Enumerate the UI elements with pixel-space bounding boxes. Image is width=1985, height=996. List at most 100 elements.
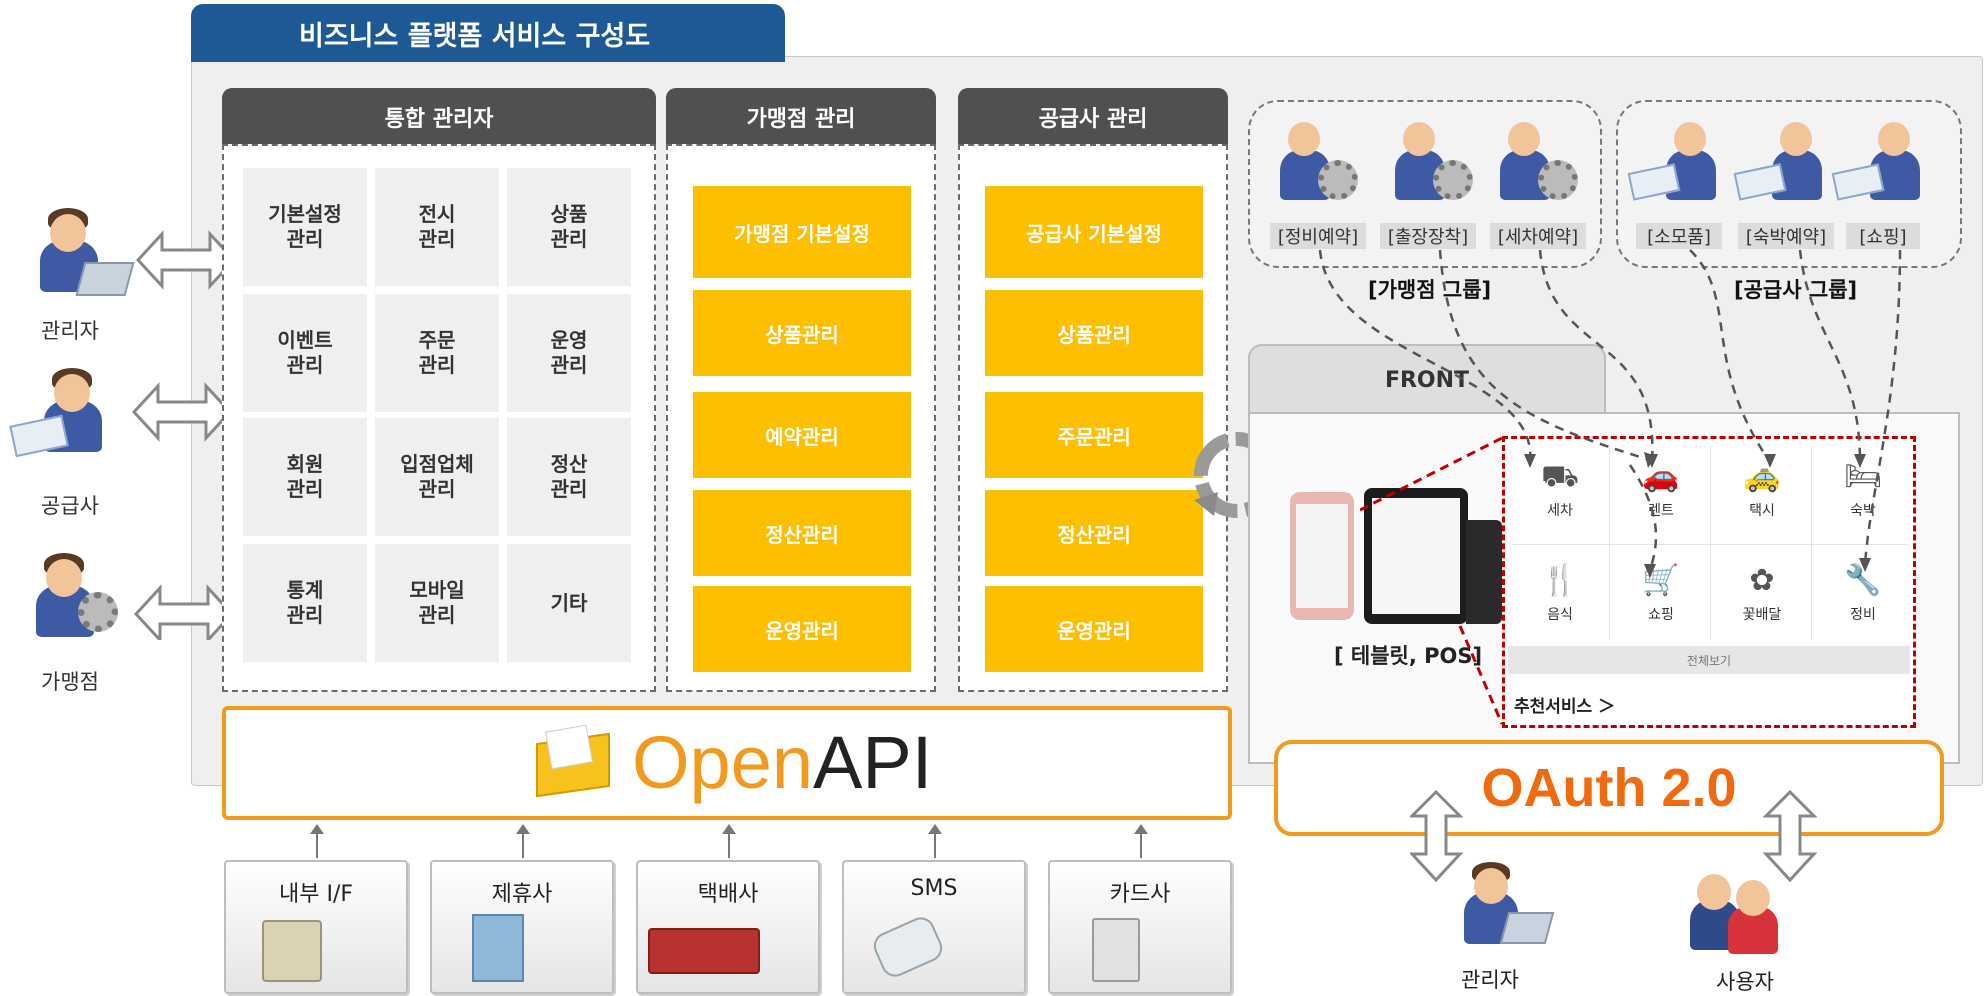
service-item[interactable]: 🍴 음식 <box>1508 544 1612 644</box>
group-to-service-arrows <box>1318 249 1902 578</box>
system-box: SMS <box>842 860 1026 994</box>
franchise-item: 운영관리 <box>693 586 911 672</box>
system-up-arrow <box>310 824 324 858</box>
service-label: 쇼핑 <box>1648 607 1674 623</box>
system-label: 카드사 <box>1109 882 1171 907</box>
franchise-item: 정산관리 <box>693 490 911 576</box>
view-all-button[interactable]: 전체보기 <box>1508 646 1910 674</box>
franchise-item: 상품관리 <box>693 290 911 376</box>
service-label: 택시 <box>1749 503 1775 519</box>
server-icon <box>262 920 322 982</box>
tag-lodging-booking: [숙박예약] <box>1738 223 1834 249</box>
system-label: 내부 I/F <box>278 882 354 907</box>
admin-cell: 기타 <box>507 544 631 662</box>
double-arrow-admin <box>135 230 237 290</box>
building-icon <box>472 914 524 982</box>
openapi-open-text: Open <box>632 721 814 804</box>
truck-icon <box>648 928 760 974</box>
service-label: 정비 <box>1850 607 1876 623</box>
franchise-item: 가맹점 기본설정 <box>693 186 911 278</box>
system-box: 내부 I/F <box>224 860 408 994</box>
arrow-lodging-to-lodging <box>1798 249 1862 463</box>
carwash-icon: ⛟ <box>1541 459 1579 494</box>
tag-onsite-install: [출장장착] <box>1380 223 1476 249</box>
right-actor-label-admin: 관리자 <box>1461 968 1519 992</box>
left-actor-label-supplier: 공급사 <box>41 494 99 518</box>
card-terminal-icon <box>1092 918 1140 982</box>
service-label: 세차 <box>1547 503 1573 519</box>
system-up-arrow <box>1134 824 1148 858</box>
supplier-item: 공급사 기본설정 <box>985 186 1203 278</box>
zoom-connector-lines <box>1360 436 1504 725</box>
mobile-phone-icon <box>869 912 947 982</box>
service-item[interactable]: ✿ 꽃배달 <box>1710 544 1814 644</box>
openapi-box <box>222 706 1232 820</box>
service-grid-line <box>1710 446 1711 640</box>
arrow-carwash-to-rent <box>1538 249 1654 463</box>
arrow-install-to-rent <box>1438 249 1651 462</box>
tag-maintenance-booking: [정비예약] <box>1270 223 1366 249</box>
tag-carwash-booking: [세차예약] <box>1490 223 1586 249</box>
service-grid-line <box>1609 446 1610 640</box>
double-arrow-supplier <box>131 382 233 442</box>
service-item[interactable]: 🔧정비 <box>1811 544 1915 644</box>
service-grid-line <box>1512 544 1908 545</box>
admin-header: 통합 관리자 <box>222 88 656 146</box>
system-box: 택배사 <box>636 860 820 994</box>
service-item[interactable]: 🚕 택시 <box>1710 440 1814 540</box>
service-item[interactable]: 🛏숙박 <box>1811 440 1915 540</box>
supplier-item: 운영관리 <box>985 586 1203 672</box>
supplier-item: 정산관리 <box>985 490 1203 576</box>
system-box: 카드사 <box>1048 860 1232 994</box>
supplier-item: 상품관리 <box>985 290 1203 376</box>
supplier-header: 공급사 관리 <box>958 88 1228 146</box>
openapi-logo-text: OpenAPI <box>632 718 932 808</box>
arrow-shopping-to-maintenance <box>1863 249 1902 566</box>
arrow-consumables-to-taxi <box>1689 249 1772 463</box>
oauth-double-arrows <box>1410 790 1818 883</box>
diagram-title: 비즈니스 플랫폼 서비스 구성도 <box>191 4 785 62</box>
oauth-arrow-user <box>1762 790 1818 883</box>
tag-consumables: [소모품] <box>1636 223 1722 249</box>
service-label: 음식 <box>1547 607 1573 623</box>
franchise-group-title: [가맹점 그룹] <box>1368 278 1492 302</box>
left-actor-label-franchise: 가맹점 <box>41 670 99 694</box>
oauth-label: OAuth 2.0 <box>1481 758 1737 818</box>
system-up-arrow <box>516 824 530 858</box>
arrow-maintenance-to-carwash <box>1318 249 1532 463</box>
taxi-icon: 🚕 <box>1743 459 1781 494</box>
service-label: 숙박 <box>1850 503 1876 519</box>
recommend-service-link[interactable]: 추천서비스 ＞ <box>1514 697 1616 717</box>
system-label: 택배사 <box>697 882 759 907</box>
left-double-arrows <box>131 230 237 640</box>
franchise-header: 가맹점 관리 <box>666 88 936 146</box>
service-item[interactable]: ⛟ 세차 <box>1508 440 1612 540</box>
flower-icon: ✿ <box>1749 563 1775 598</box>
oauth-arrow-admin <box>1410 790 1464 883</box>
system-label: 제휴사 <box>491 882 553 907</box>
oauth-box <box>1274 740 1944 836</box>
supplier-group-title: [공급사 그룹] <box>1734 278 1858 302</box>
arrow-to-shopping <box>1628 464 1658 571</box>
supplier-item: 주문관리 <box>985 392 1203 478</box>
openapi-api-text: API <box>813 721 933 804</box>
food-icon: 🍴 <box>1541 563 1579 598</box>
system-label: SMS <box>910 876 958 901</box>
system-up-arrow <box>928 824 942 858</box>
franchise-item: 예약관리 <box>693 392 911 478</box>
left-actor-label-admin: 관리자 <box>41 319 99 343</box>
service-grid-line <box>1811 446 1812 640</box>
service-label: 꽃배달 <box>1742 607 1782 623</box>
device-label: [ 테블릿, POS] <box>1334 644 1483 668</box>
system-up-arrow <box>722 824 736 858</box>
